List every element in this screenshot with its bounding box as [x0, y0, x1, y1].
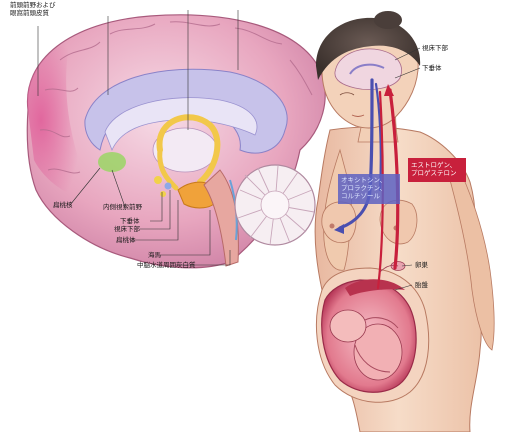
label-pituitary-right: 下垂体	[422, 65, 442, 73]
label-placenta: 胎盤	[415, 282, 428, 290]
label-nucleus-accumbens: 扁桃体	[116, 237, 136, 245]
label-hypothalamus-left: 視床下部	[114, 226, 140, 234]
label-hypothalamus-right: 視床下部	[422, 45, 448, 53]
medial-preoptic-spot	[98, 152, 126, 172]
label-amygdala: 扁桃核	[53, 202, 73, 210]
label-oxytocin-prolactin: オキシトシン、 プロラクチン、 コルチゾール	[341, 176, 386, 200]
cerebellum	[235, 165, 315, 245]
hypothalamus-spot	[165, 183, 172, 190]
label-periaqueductal: 中脳水道周囲灰白質	[137, 262, 196, 270]
brain-sagittal-section	[27, 15, 325, 268]
label-hippocampus: 海馬	[148, 252, 161, 260]
label-estrogen-progesterone: エストロゲン、 プロゲステロン	[411, 161, 457, 177]
label-medial-preoptic: 内側視索前野	[103, 204, 142, 212]
label-ovary: 卵巣	[415, 262, 428, 270]
amygdala-spot	[154, 176, 162, 184]
label-prefrontal: 前頭前野および 眼窩前頭皮質	[10, 2, 56, 17]
